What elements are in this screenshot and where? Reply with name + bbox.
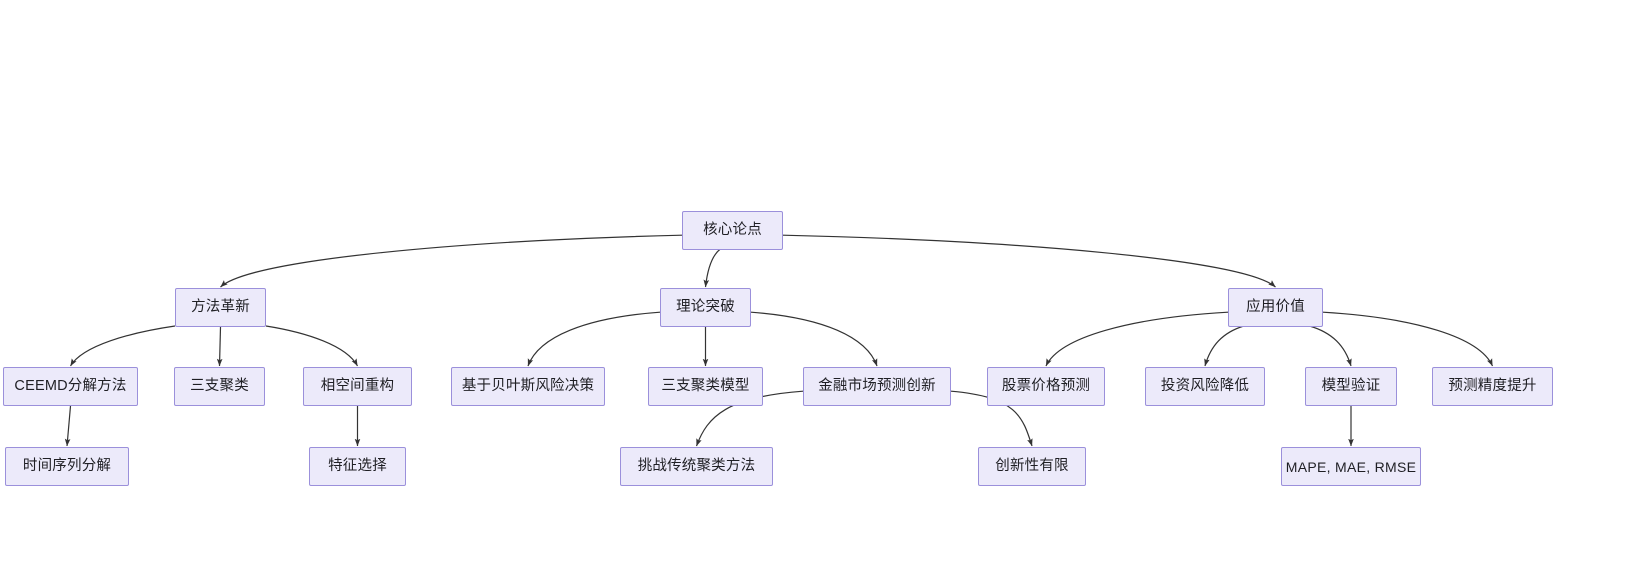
node-label: 股票价格预测 (1001, 378, 1091, 395)
edge-application-to-validation (1309, 325, 1352, 367)
node-label: 时间序列分解 (22, 458, 112, 475)
node-label: 特征选择 (328, 458, 387, 475)
node-challenge[interactable]: 挑战传统聚类方法 (620, 447, 773, 486)
node-label: 模型验证 (1321, 378, 1381, 395)
node-label: 方法革新 (191, 299, 250, 316)
node-label: 预测精度提升 (1448, 378, 1537, 395)
node-label: 核心论点 (703, 222, 762, 239)
node-metrics[interactable]: MAPE, MAE, RMSE (1281, 447, 1421, 486)
node-label: 投资风险降低 (1160, 378, 1250, 395)
node-label: 相空间重构 (320, 378, 395, 395)
node-tsdecomp[interactable]: 时间序列分解 (5, 447, 129, 486)
node-limited[interactable]: 创新性有限 (978, 447, 1086, 486)
edge-theory-to-finance (750, 311, 878, 367)
edge-method-to-threeway (216, 326, 223, 367)
node-twcmodel[interactable]: 三支聚类模型 (648, 367, 763, 406)
edge-application-to-risk (1204, 325, 1244, 367)
node-theory[interactable]: 理论突破 (660, 288, 751, 327)
edge-application-to-stock (1045, 311, 1229, 367)
edge-application-to-accuracy (1322, 311, 1494, 367)
edge-ceemd-to-tsdecomp (64, 405, 72, 447)
node-label: CEEMD分解方法 (14, 378, 127, 395)
node-ceemd[interactable]: CEEMD分解方法 (3, 367, 138, 406)
edge-method-to-ceemd (69, 325, 176, 367)
node-label: 金融市场预测创新 (818, 378, 936, 395)
node-label: 应用价值 (1246, 299, 1305, 316)
node-label: 三支聚类模型 (661, 378, 750, 395)
node-validation[interactable]: 模型验证 (1305, 367, 1397, 406)
edge-paths (64, 234, 1494, 447)
node-label: 基于贝叶斯风险决策 (461, 378, 595, 395)
edge-root-to-theory (703, 248, 721, 288)
node-bayes[interactable]: 基于贝叶斯风险决策 (451, 367, 605, 406)
node-root[interactable]: 核心论点 (682, 211, 783, 250)
node-label: 理论突破 (676, 299, 735, 316)
node-feature[interactable]: 特征选择 (309, 447, 406, 486)
node-threeway[interactable]: 三支聚类 (174, 367, 265, 406)
edge-root-to-method (220, 234, 683, 288)
edge-theory-to-bayes (527, 311, 661, 367)
node-label: 创新性有限 (995, 458, 1069, 475)
node-finance[interactable]: 金融市场预测创新 (803, 367, 951, 406)
node-application[interactable]: 应用价值 (1228, 288, 1323, 327)
node-accuracy[interactable]: 预测精度提升 (1432, 367, 1553, 406)
node-label: MAPE, MAE, RMSE (1285, 458, 1417, 475)
node-method[interactable]: 方法革新 (175, 288, 266, 327)
edge-root-to-application (782, 234, 1276, 288)
node-risk[interactable]: 投资风险降低 (1145, 367, 1265, 406)
node-label: 三支聚类 (190, 378, 249, 395)
node-phase[interactable]: 相空间重构 (303, 367, 412, 406)
node-label: 挑战传统聚类方法 (637, 458, 756, 475)
node-stock[interactable]: 股票价格预测 (987, 367, 1105, 406)
edge-method-to-phase (265, 325, 359, 367)
